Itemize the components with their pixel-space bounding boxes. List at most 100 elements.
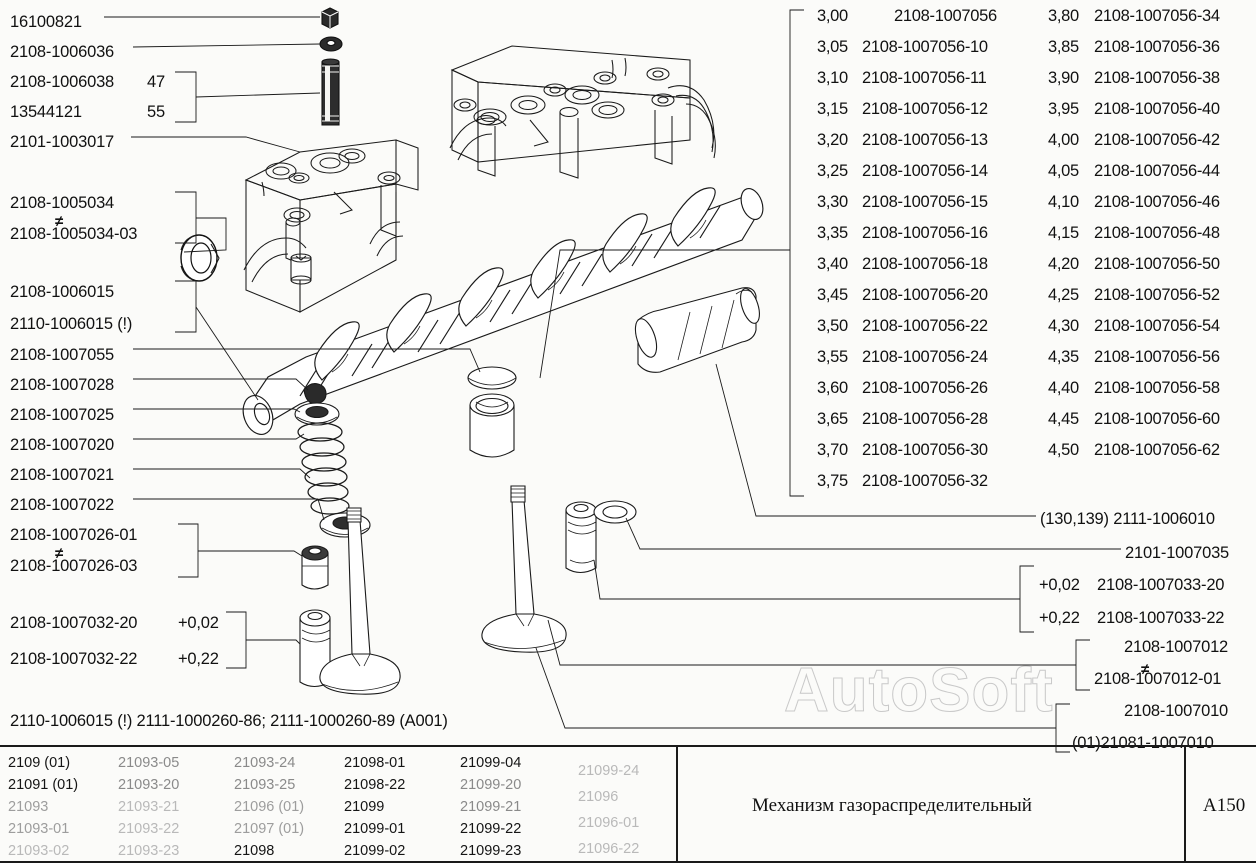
model-code: 21093-02 bbox=[8, 843, 70, 859]
shim-thickness: 3,00 bbox=[817, 7, 848, 25]
shim-thickness: 3,70 bbox=[817, 441, 848, 459]
shim-thickness: 4,10 bbox=[1048, 193, 1079, 211]
shim-part-number: 2108-1007056-18 bbox=[862, 255, 988, 273]
model-code: 21093-22 bbox=[118, 821, 180, 837]
shim-thickness: 3,45 bbox=[817, 286, 848, 304]
model-code: 21098-01 bbox=[344, 755, 406, 771]
sheet-title: Механизм газораспределительный bbox=[752, 795, 1032, 816]
part-label: 2108-1006038 bbox=[10, 73, 115, 91]
quantity-value: 47 bbox=[147, 73, 165, 91]
oil-seal-part bbox=[181, 235, 219, 281]
tolerance-value: +0,02 bbox=[1039, 576, 1080, 594]
tolerance-value: +0,22 bbox=[178, 650, 219, 668]
part-label: 2108-1007012 bbox=[1124, 638, 1229, 656]
nut-part bbox=[322, 8, 338, 28]
part-label: 2108-1007012-01 bbox=[1094, 670, 1222, 688]
valve-guide-right-part bbox=[566, 502, 596, 573]
part-label: 2108-1005034-03 bbox=[10, 225, 138, 243]
part-label: 2108-1007025 bbox=[10, 406, 115, 424]
shim-part-number: 2108-1007056-50 bbox=[1094, 255, 1220, 273]
shim-thickness: 4,30 bbox=[1048, 317, 1079, 335]
shim-part-number: 2108-1007056-32 bbox=[862, 472, 988, 490]
part-label: 2108-1007033-22 bbox=[1097, 609, 1225, 627]
not-equal-icon: ≠ bbox=[1141, 661, 1150, 678]
shim-thickness: 3,35 bbox=[817, 224, 848, 242]
valve-seat-ring-part bbox=[594, 501, 636, 523]
shim-part-number: 2108-1007056-12 bbox=[862, 100, 988, 118]
shim-part-number: 2108-1007056-16 bbox=[862, 224, 988, 242]
valve-lifter-part bbox=[631, 286, 763, 372]
shim-part-number: 2108-1007056-56 bbox=[1094, 348, 1220, 366]
model-code: 21099-02 bbox=[344, 843, 406, 859]
model-code: 21099-24 bbox=[578, 763, 640, 779]
shim-thickness: 3,95 bbox=[1048, 100, 1079, 118]
tolerance-value: +0,02 bbox=[178, 614, 219, 632]
shim-thickness: 3,75 bbox=[817, 472, 848, 490]
part-label: 2108-1007020 bbox=[10, 436, 115, 454]
model-code: 21093-20 bbox=[118, 777, 180, 793]
part-label: 2108-1006036 bbox=[10, 43, 115, 61]
part-label: 2108-1007026-03 bbox=[10, 557, 138, 575]
shim-thickness: 4,40 bbox=[1048, 379, 1079, 397]
shim-thickness: 3,90 bbox=[1048, 69, 1079, 87]
shim-part-number: 2108-1007056-11 bbox=[862, 69, 987, 87]
model-code: 21099-20 bbox=[460, 777, 522, 793]
shim-thickness: 4,45 bbox=[1048, 410, 1079, 428]
shim-part-number: 2108-1007056-36 bbox=[1094, 38, 1220, 56]
shim-part-number: 2108-1007056-42 bbox=[1094, 131, 1220, 149]
shim-thickness: 3,40 bbox=[817, 255, 848, 273]
model-code: 2109 (01) bbox=[8, 755, 71, 771]
model-code: 21093-05 bbox=[118, 755, 180, 771]
footer-top-rule bbox=[0, 745, 1256, 747]
part-label: 2108-1007032-22 bbox=[10, 650, 138, 668]
model-code: 21093-23 bbox=[118, 843, 180, 859]
leader-lines bbox=[104, 10, 1121, 752]
shim-part-number: 2108-1007056-15 bbox=[862, 193, 988, 211]
not-equal-icon: ≠ bbox=[55, 545, 64, 562]
footer-divider-right bbox=[1184, 745, 1186, 863]
model-code: 21093-01 bbox=[8, 821, 70, 837]
shim-thickness: 4,00 bbox=[1048, 131, 1079, 149]
model-code: 21093 bbox=[8, 799, 49, 815]
shim-part-number: 2108-1007056-54 bbox=[1094, 317, 1220, 335]
part-label: 13544121 bbox=[10, 103, 82, 121]
shim-part-number: 2108-1007056-48 bbox=[1094, 224, 1220, 242]
shim-thickness: 3,15 bbox=[817, 100, 848, 118]
model-code: 21099-04 bbox=[460, 755, 522, 771]
camshaft-part bbox=[238, 186, 767, 439]
model-code: 21096-01 bbox=[578, 815, 640, 831]
model-code: 21098-22 bbox=[344, 777, 406, 793]
shim-thickness: 3,50 bbox=[817, 317, 848, 335]
model-code: 21096 (01) bbox=[234, 799, 305, 815]
shim-thickness: 3,55 bbox=[817, 348, 848, 366]
shim-thickness: 3,05 bbox=[817, 38, 848, 56]
shim-part-number: 2108-1007056-26 bbox=[862, 379, 988, 397]
stud-part bbox=[322, 59, 339, 125]
shim-thickness: 3,20 bbox=[817, 131, 848, 149]
model-code: 21096-22 bbox=[578, 841, 640, 857]
shim-thickness: 3,80 bbox=[1048, 7, 1079, 25]
part-label: 2101-1007035 bbox=[1125, 544, 1230, 562]
model-code: 21099 bbox=[344, 799, 385, 815]
exhaust-valve-part bbox=[482, 486, 566, 652]
shim-thickness: 4,20 bbox=[1048, 255, 1079, 273]
camshaft-bearing-housing-left bbox=[244, 140, 418, 312]
model-code: 21099-22 bbox=[460, 821, 522, 837]
valve-spring-assembly bbox=[295, 384, 400, 695]
inlet-valve-part bbox=[320, 508, 400, 694]
shim-part-number: 2108-1007056-60 bbox=[1094, 410, 1220, 428]
shim-part-number: 2108-1007056-58 bbox=[1094, 379, 1220, 397]
model-code: 21099-23 bbox=[460, 843, 522, 859]
tolerance-value: +0,22 bbox=[1039, 609, 1080, 627]
shim-part-number: 2108-1007056-10 bbox=[862, 38, 988, 56]
model-code: 21099-01 bbox=[344, 821, 406, 837]
washer-part bbox=[320, 37, 342, 51]
shim-thickness: 4,35 bbox=[1048, 348, 1079, 366]
shim-thickness: 4,15 bbox=[1048, 224, 1079, 242]
shim-thickness: 3,30 bbox=[817, 193, 848, 211]
shim-part-number: 2108-1007056-40 bbox=[1094, 100, 1220, 118]
model-code: 21093-25 bbox=[234, 777, 296, 793]
shim-part-number: 2108-1007056-22 bbox=[862, 317, 988, 335]
